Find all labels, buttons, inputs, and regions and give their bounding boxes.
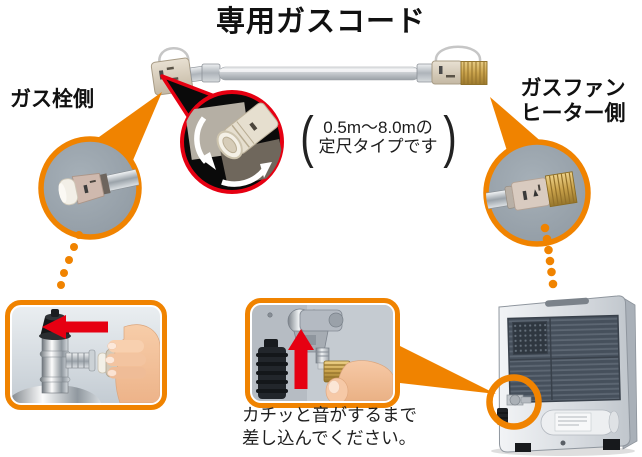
gas-cord-illustration [150,45,488,96]
photo-pointer-wedge [400,346,496,394]
length-note-line1: 0.5m〜8.0mの [323,118,433,137]
heater-back-panel [507,314,621,404]
heater-tank [540,409,620,436]
heater-side-label-line1: ガスファン [520,77,626,100]
open-paren: ( [299,105,314,169]
gas-tap-photo [5,300,167,410]
instruction-caption: カチッと音がするまで 差し込んでください。 [242,404,452,450]
dotted-leader-right [540,223,558,289]
rotate-arrows-icon [194,116,272,187]
left-arrow-icon [42,315,108,339]
length-note-line2: 定尺タイプです [318,137,438,156]
dotted-leader-left [57,231,83,289]
up-arrow-icon [288,329,314,389]
gas-tap-base [12,385,101,403]
instruction-line2: 差し込んでください。 [242,428,417,448]
heater-photo [486,295,638,456]
rotate-connector-closeup [184,102,282,187]
hand-with-plug [97,324,160,403]
instruction-line1: カチッと音がするまで [242,405,417,425]
gas-tap-connector-closeup [58,166,139,206]
hand-with-brass-end [323,360,393,401]
heater-side-label-line2: ヒーター側 [520,102,626,125]
gas-tap-connector-callout [38,92,162,240]
cable-grommet [256,339,288,399]
inlet-highlight-ring [486,374,542,430]
heater-connection-photo [245,298,400,408]
heater-plug [431,60,488,85]
heater-side-label: ガスファン ヒーター側 [514,76,632,126]
heater-connector-callout [483,97,591,247]
gas-tap-side-label: ガス栓側 [10,88,94,111]
rotate-connector-callout [160,74,284,194]
left-wire-loop [158,47,190,66]
right-wire-loop [434,45,482,62]
length-note: ( 0.5m〜8.0mの 定尺タイプです ) [289,105,467,169]
heater-connector-closeup [486,171,578,212]
close-paren: ) [442,105,457,169]
page-title: 専用ガスコード [215,6,426,38]
length-note-text: 0.5m〜8.0mの 定尺タイプです [319,118,438,156]
